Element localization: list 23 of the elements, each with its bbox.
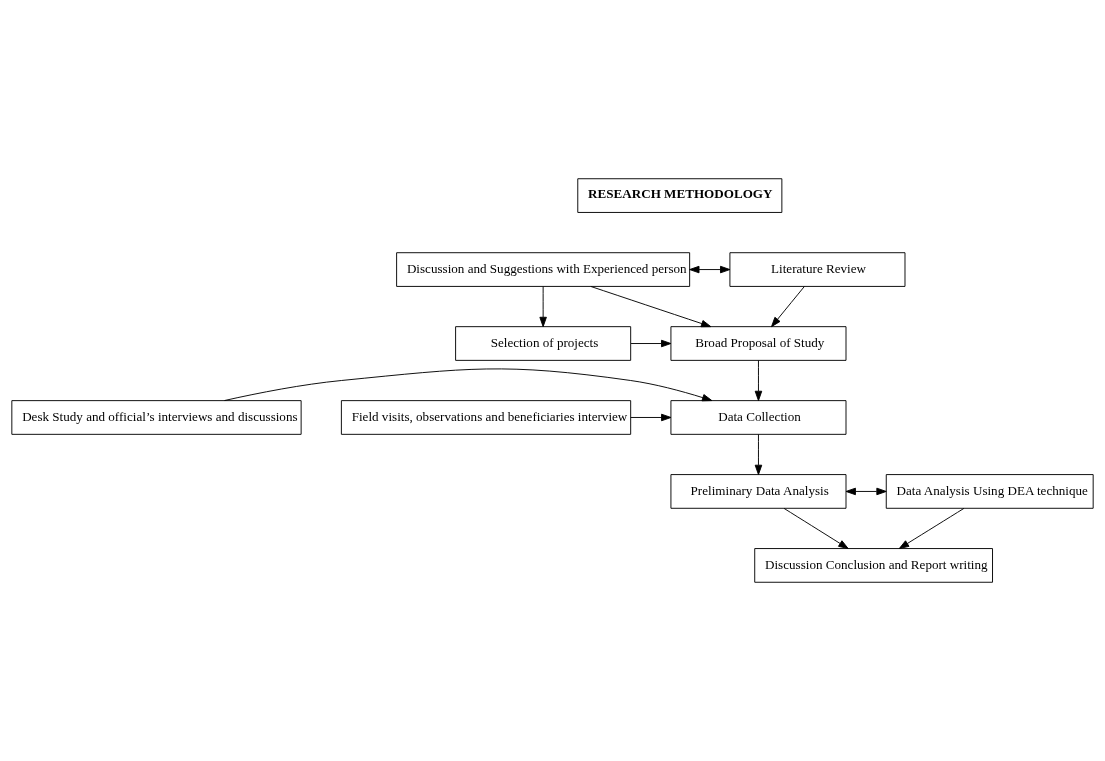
node-box: Literature Review [729,252,906,287]
node-box: RESEARCH METHODOLOGY [577,178,783,213]
arrow [630,339,672,348]
node-box: Discussion Conclusion and Report writing [754,548,993,583]
arrow [630,413,672,422]
arrow [689,265,731,274]
node-box: Data Analysis Using DEA technique [885,474,1094,509]
arrow [783,507,849,549]
node-box: Discussion and Suggestions with Experienced person [396,252,691,287]
node-box: Data Collection [670,400,847,435]
arrow [754,433,763,476]
node-box: Desk Study and official’s interviews and discussions [11,400,302,435]
arrow [898,507,965,549]
arrow [224,368,713,402]
arrow [754,360,763,402]
node-box: Preliminary Data Analysis [670,474,847,509]
arrow [590,286,712,328]
arrow [539,286,547,328]
node-box: Broad Proposal of Study [670,326,847,361]
node-box: Selection of projects [455,326,632,361]
arrow [845,487,887,496]
arrow [771,286,805,328]
node-box: Field visits, observations and beneficiaries interview [340,400,632,435]
